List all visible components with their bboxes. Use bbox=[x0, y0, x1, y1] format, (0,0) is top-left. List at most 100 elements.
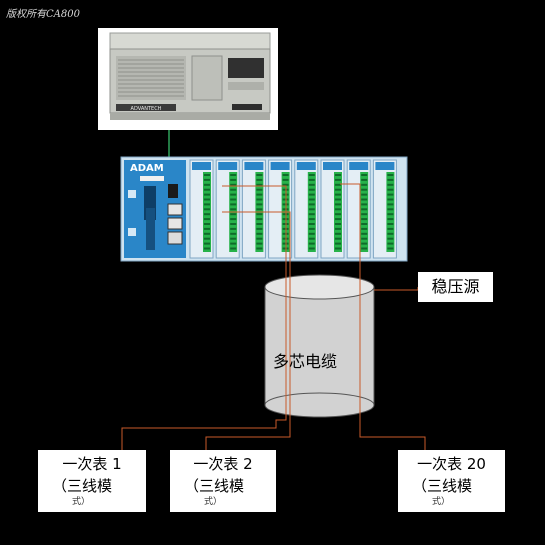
adam-controller-rack: ADAM bbox=[120, 156, 408, 262]
terminal-screw bbox=[335, 227, 341, 230]
terminal-screw bbox=[361, 237, 368, 240]
terminal-screw bbox=[256, 237, 263, 240]
terminal-screw bbox=[308, 227, 315, 230]
terminal-screw bbox=[387, 232, 394, 235]
terminal-screw bbox=[361, 242, 368, 245]
io-modules bbox=[189, 159, 397, 259]
terminal-screw bbox=[204, 247, 210, 250]
terminal-screw bbox=[361, 232, 368, 235]
terminal-screw bbox=[256, 218, 263, 221]
io-module bbox=[346, 159, 371, 259]
terminal-screw bbox=[308, 237, 315, 240]
terminal-screw bbox=[256, 242, 263, 245]
meter-mode-cut: 式） bbox=[72, 497, 91, 507]
terminal-screw bbox=[361, 174, 368, 176]
io-module bbox=[189, 159, 214, 259]
terminal-screw bbox=[361, 178, 368, 181]
terminal-screw bbox=[256, 188, 263, 191]
terminal-screw bbox=[387, 193, 394, 196]
terminal-screw bbox=[387, 183, 394, 186]
terminal-screw bbox=[387, 218, 394, 221]
terminal-screw bbox=[204, 223, 210, 225]
terminal-screw bbox=[230, 227, 237, 230]
terminal-screw bbox=[230, 232, 237, 235]
adam-logo: ADAM bbox=[130, 163, 164, 174]
terminal-screw bbox=[204, 208, 210, 211]
terminal-screw bbox=[282, 178, 289, 181]
terminal-screw bbox=[204, 203, 210, 206]
terminal-screw bbox=[387, 203, 394, 206]
terminal-screw bbox=[230, 188, 237, 191]
terminal-screw bbox=[308, 232, 315, 235]
front-vent-grille bbox=[118, 59, 184, 97]
terminal-screw bbox=[256, 193, 263, 196]
terminal-screw bbox=[361, 183, 368, 186]
terminal-screw bbox=[308, 203, 315, 206]
io-module bbox=[320, 159, 345, 259]
terminal-screw bbox=[361, 218, 368, 221]
primary-meter-20: 一次表 20 （三线模 式） bbox=[398, 450, 505, 512]
terminal-screw bbox=[387, 208, 394, 211]
terminal-screw bbox=[335, 198, 341, 201]
signal-wires bbox=[121, 262, 426, 450]
terminal-screw bbox=[361, 198, 368, 201]
terminal-screw bbox=[256, 203, 263, 206]
terminal-screw bbox=[387, 178, 394, 181]
terminal-screw bbox=[204, 198, 210, 201]
terminal-screw bbox=[361, 247, 368, 250]
terminal-screw bbox=[230, 203, 237, 206]
terminal-screw bbox=[308, 247, 315, 250]
multicore-cable-cylinder bbox=[264, 274, 375, 418]
terminal-screw bbox=[335, 193, 341, 196]
terminal-screw bbox=[308, 183, 315, 186]
terminal-screw bbox=[387, 174, 394, 176]
terminal-screw bbox=[308, 242, 315, 245]
terminal-screw bbox=[256, 174, 263, 176]
terminal-screw bbox=[387, 227, 394, 230]
terminal-screw bbox=[204, 188, 210, 191]
terminal-screw bbox=[256, 178, 263, 181]
terminal-screw bbox=[230, 223, 237, 225]
terminal-screw bbox=[387, 188, 394, 191]
terminal-screw bbox=[361, 188, 368, 191]
terminal-screw bbox=[230, 242, 237, 245]
terminal-screw bbox=[256, 198, 263, 201]
terminal-screw bbox=[308, 174, 315, 176]
terminal-screw bbox=[230, 247, 237, 250]
terminal-screw bbox=[308, 213, 315, 216]
terminal-screw bbox=[361, 223, 368, 225]
terminal-screw bbox=[335, 188, 341, 191]
terminal-screw bbox=[204, 174, 210, 176]
terminal-screw bbox=[230, 218, 237, 221]
ipc-brand-text: ADVANTECH bbox=[131, 106, 162, 112]
terminal-screw bbox=[308, 208, 315, 211]
terminal-screw bbox=[282, 183, 289, 186]
io-module bbox=[215, 159, 240, 259]
primary-meter-2: 一次表 2 （三线模 式） bbox=[170, 450, 276, 512]
meter-mode: （三线模 bbox=[412, 477, 473, 495]
terminal-screw bbox=[335, 218, 341, 221]
industrial-pc: ADVANTECH bbox=[98, 28, 278, 130]
terminal-screw bbox=[361, 193, 368, 196]
terminal-screw bbox=[282, 174, 289, 176]
terminal-screw bbox=[308, 218, 315, 221]
terminal-screw bbox=[308, 188, 315, 191]
meter-mode: （三线模 bbox=[184, 477, 245, 495]
module-wiring bbox=[222, 183, 361, 262]
terminal-screw bbox=[335, 183, 341, 186]
cable-label: 多芯电缆 bbox=[273, 352, 338, 371]
meter-name: 一次表 20 bbox=[417, 455, 486, 473]
terminal-screw bbox=[204, 232, 210, 235]
terminal-screw bbox=[387, 198, 394, 201]
terminal-screw bbox=[204, 227, 210, 230]
terminal-screw bbox=[204, 183, 210, 186]
terminal-screw bbox=[335, 232, 341, 235]
regulated-power-supply: 稳压源 bbox=[418, 272, 493, 302]
terminal-screw bbox=[335, 223, 341, 225]
io-module bbox=[241, 159, 266, 259]
terminal-screw bbox=[335, 178, 341, 181]
terminal-screw bbox=[335, 203, 341, 206]
io-module bbox=[268, 159, 293, 259]
primary-meter-1: 一次表 1 （三线模 式） bbox=[38, 450, 146, 512]
